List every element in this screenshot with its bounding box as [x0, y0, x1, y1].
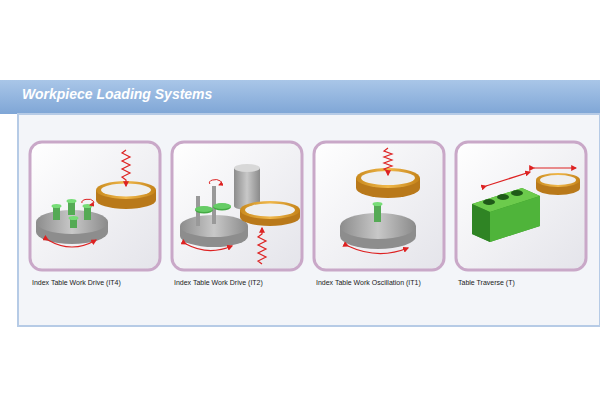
header-band	[0, 80, 600, 114]
table-traverse-figure	[472, 168, 580, 242]
page-title: Workpiece Loading Systems	[22, 86, 212, 102]
system-card: Table Traverse (T)	[456, 142, 586, 270]
system-card: Index Table Work Oscillation (IT1)	[314, 142, 444, 270]
it1-figure	[340, 148, 420, 254]
caption: Table Traverse (T)	[458, 279, 515, 286]
caption: Index Table Work Drive (IT2)	[174, 279, 263, 286]
cards	[30, 142, 586, 270]
caption: Index Table Work Drive (IT4)	[32, 279, 121, 286]
it2-figure	[180, 164, 300, 264]
system-card: Index Table Work Drive (IT4)	[30, 142, 160, 270]
it4-figure	[36, 150, 156, 247]
caption: Index Table Work Oscillation (IT1)	[316, 279, 421, 286]
system-card: Index Table Work Drive (IT2)	[172, 142, 302, 270]
panel	[18, 114, 600, 326]
